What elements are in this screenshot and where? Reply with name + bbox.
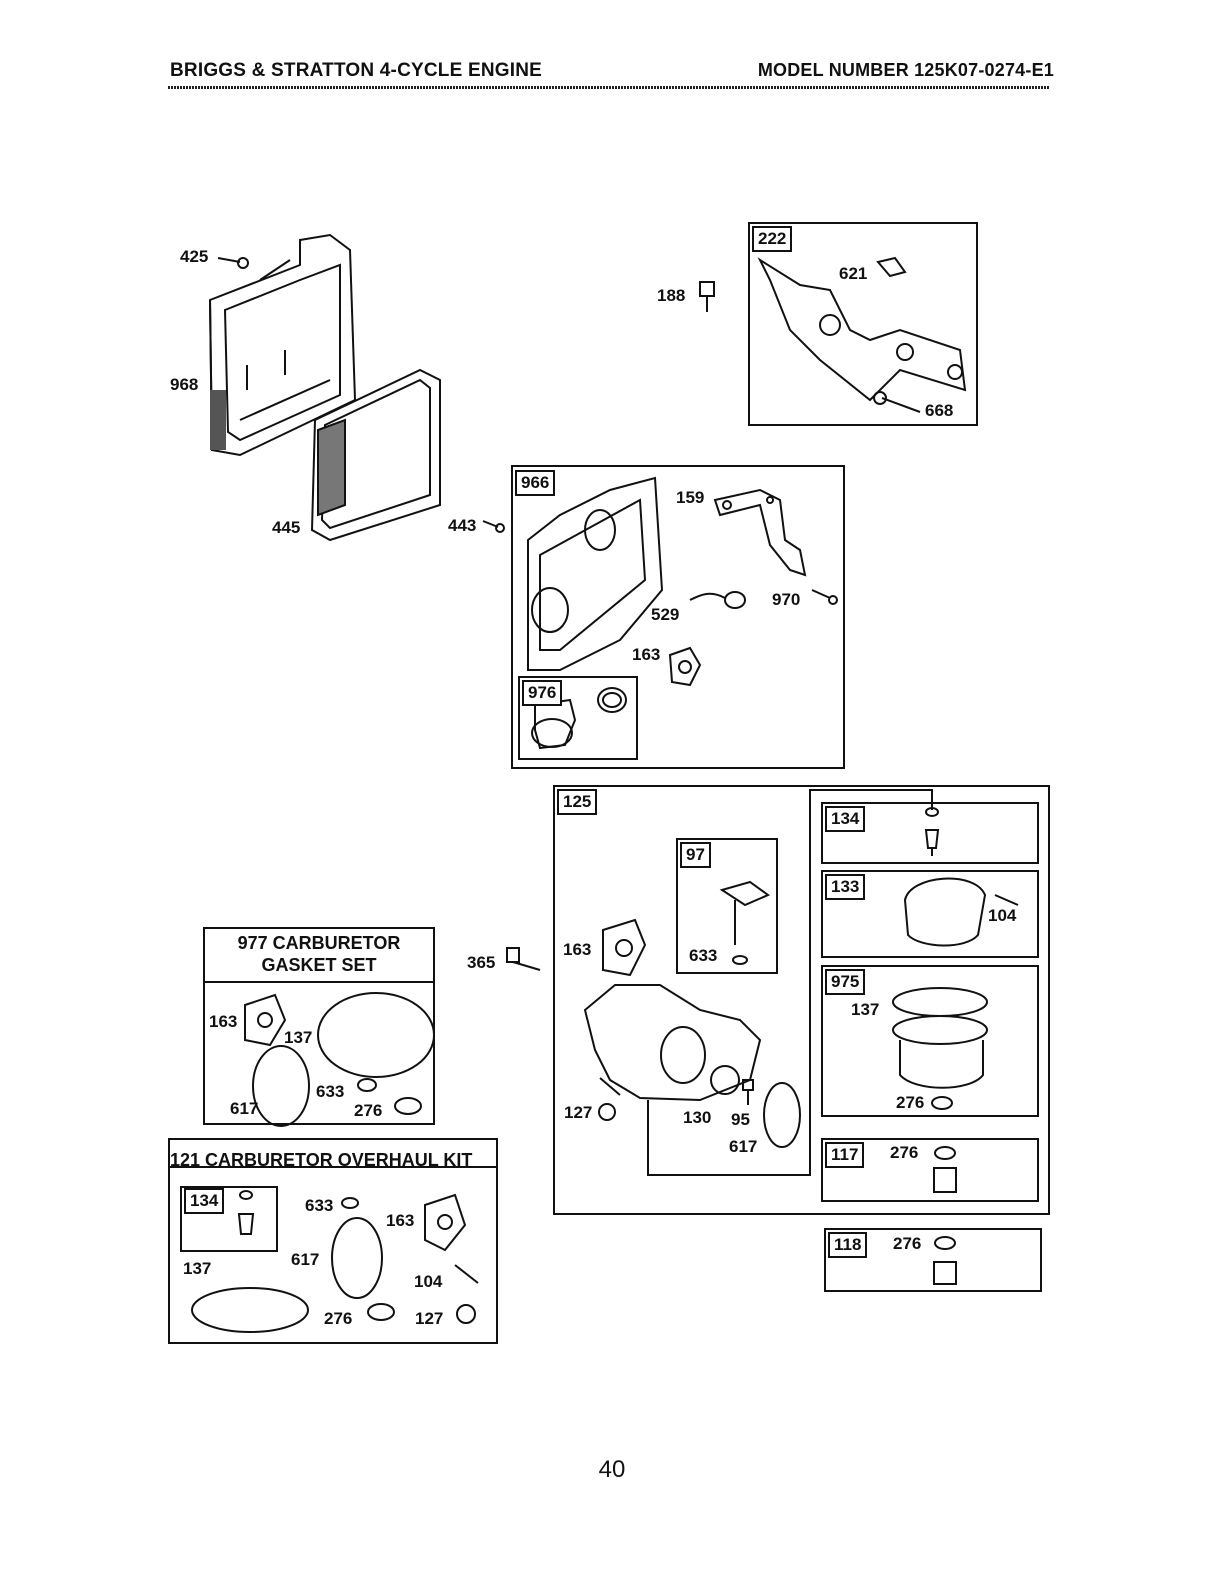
callout-127-carb: 127 xyxy=(564,1103,593,1122)
bolt-118-drawing xyxy=(933,1236,957,1285)
callout-529: 529 xyxy=(651,605,680,624)
group-97-box xyxy=(676,838,778,974)
overhaul-callout-127: 127 xyxy=(415,1309,444,1328)
needle-97-drawing xyxy=(719,880,771,965)
callout-104-float: 104 xyxy=(988,906,1017,925)
callout-137-bowl: 137 xyxy=(851,1000,880,1019)
bracket-159-drawing xyxy=(713,488,807,577)
gasket-set-kit-title: 977 CARBURETOR GASKET SET xyxy=(205,932,433,976)
callout-621: 621 xyxy=(839,264,868,283)
model-number: MODEL NUMBER 125K07-0274-E1 xyxy=(757,60,1054,80)
callout-95: 95 xyxy=(731,1110,750,1129)
screw-443-drawing xyxy=(482,520,505,533)
group-125-tag: 125 xyxy=(557,789,598,815)
float-133-drawing xyxy=(903,877,1019,947)
gasket-set-callout-617: 617 xyxy=(230,1099,259,1118)
group-975-box xyxy=(821,965,1039,1117)
group-966-tag: 966 xyxy=(515,470,556,496)
callout-365: 365 xyxy=(467,953,496,972)
gasket-163-drawing xyxy=(668,646,702,687)
overhaul-callout-276: 276 xyxy=(324,1309,353,1328)
screw-425-drawing xyxy=(217,257,249,269)
callout-970: 970 xyxy=(772,590,801,609)
gasket-set-callout-137: 137 xyxy=(284,1028,313,1047)
group-133-tag: 133 xyxy=(825,874,866,900)
needle-valve-134-drawing xyxy=(924,807,940,856)
callout-633-carb: 633 xyxy=(689,946,718,965)
screw-188-drawing xyxy=(699,281,715,312)
gasket-set-kit-title-box xyxy=(203,927,435,983)
group-976-box xyxy=(518,676,638,760)
gasket-set-callout-276: 276 xyxy=(354,1101,383,1120)
overhaul-callout-617: 617 xyxy=(291,1250,320,1269)
callout-425: 425 xyxy=(180,247,209,266)
group-222-tag: 222 xyxy=(752,226,793,252)
overhaul-kit-parts-drawing xyxy=(191,1190,479,1333)
group-975-tag: 975 xyxy=(825,969,866,995)
callout-276-118: 276 xyxy=(893,1234,922,1253)
group-118-tag: 118 xyxy=(828,1232,868,1258)
overhaul-callout-104: 104 xyxy=(414,1272,443,1291)
callout-445: 445 xyxy=(272,518,301,537)
bolt-117-drawing xyxy=(933,1146,957,1193)
group-134-box xyxy=(821,802,1039,864)
leader-line-drawing xyxy=(647,789,933,1176)
callout-668: 668 xyxy=(925,401,954,420)
group-125-box xyxy=(553,785,1050,1215)
overhaul-kit-134-tag: 134 xyxy=(184,1188,225,1214)
plug-127-drawing xyxy=(598,1103,616,1121)
gasket-set-callout-633: 633 xyxy=(316,1082,345,1101)
governor-bracket-drawing xyxy=(757,256,967,413)
screw-970-drawing xyxy=(811,589,838,605)
overhaul-kit-title-box xyxy=(168,1138,498,1168)
gasket-163b-drawing xyxy=(602,918,647,977)
callout-163-carb: 163 xyxy=(563,940,592,959)
gasket-set-kit-title-line1: 977 CARBURETOR xyxy=(237,933,401,953)
callout-159: 159 xyxy=(676,488,705,507)
group-222-box xyxy=(748,222,978,426)
overhaul-kit-134-box xyxy=(180,1186,278,1252)
overhaul-callout-163: 163 xyxy=(386,1211,415,1230)
callout-276-bowl: 276 xyxy=(896,1093,925,1112)
screw-365-drawing xyxy=(506,947,541,971)
gasket-set-callout-163: 163 xyxy=(209,1012,238,1031)
header-rule xyxy=(168,86,1050,89)
callout-443: 443 xyxy=(448,516,477,535)
air-cleaner-base-drawing xyxy=(208,233,357,457)
callout-163-upper: 163 xyxy=(632,645,661,664)
overhaul-kit-title: 121 CARBURETOR OVERHAUL KIT xyxy=(170,1150,473,1170)
group-966-box xyxy=(511,465,845,769)
callout-188: 188 xyxy=(657,286,686,305)
overhaul-callout-633: 633 xyxy=(305,1196,334,1215)
group-118-box xyxy=(824,1228,1042,1292)
air-filter-drawing xyxy=(310,368,441,542)
callout-276-117: 276 xyxy=(890,1143,919,1162)
group-134-tag: 134 xyxy=(825,806,866,832)
group-976-tag: 976 xyxy=(522,680,563,706)
group-97-tag: 97 xyxy=(680,842,711,868)
intake-plate-drawing xyxy=(527,476,664,671)
gasket-set-kit-title-line2: GASKET SET xyxy=(261,955,377,975)
page-number: 40 xyxy=(598,1456,626,1483)
callout-617-carb: 617 xyxy=(729,1137,758,1156)
overhaul-callout-137: 137 xyxy=(183,1259,212,1278)
page-header-title: BRIGGS & STRATTON 4-CYCLE ENGINE xyxy=(170,60,543,81)
tube-529-drawing xyxy=(689,591,746,609)
group-117-tag: 117 xyxy=(825,1142,865,1168)
callout-968: 968 xyxy=(170,375,199,394)
screw-95-drawing xyxy=(742,1079,754,1105)
group-133-box xyxy=(821,870,1039,958)
oring-617-drawing xyxy=(763,1082,801,1148)
group-117-box xyxy=(821,1138,1039,1202)
carburetor-drawing xyxy=(583,984,762,1102)
callout-130: 130 xyxy=(683,1108,712,1127)
bowl-975-drawing xyxy=(892,987,988,1110)
